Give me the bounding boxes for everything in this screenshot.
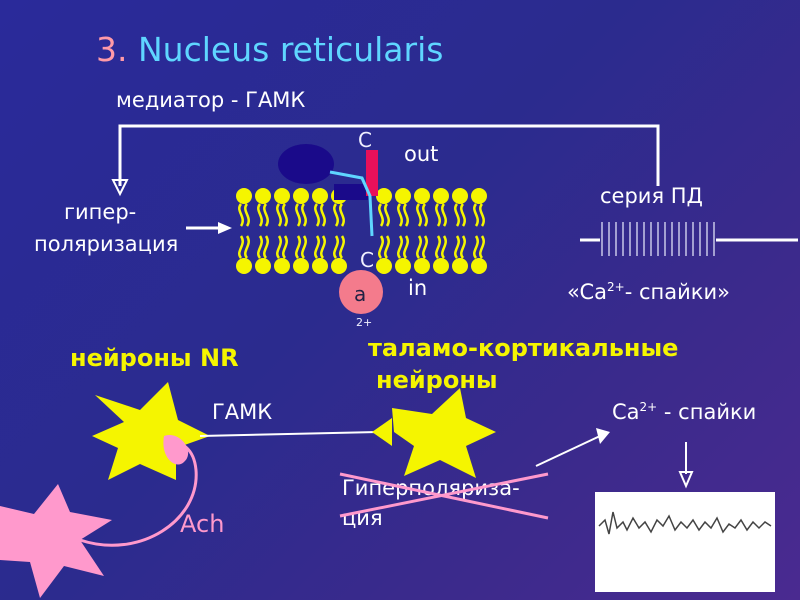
ca-top-label: C xyxy=(358,128,372,152)
nr-neuron xyxy=(92,382,210,480)
feedback-arrow-head xyxy=(111,179,129,197)
lipid-tail xyxy=(295,235,307,259)
title-number: 3. xyxy=(96,30,128,69)
lipid-head xyxy=(414,258,430,274)
lipid-head xyxy=(312,258,328,274)
lipid-head xyxy=(274,258,290,274)
lipid-tail xyxy=(473,235,485,259)
lipid-tail xyxy=(295,203,307,227)
ca-spikes-prefix: «Ca xyxy=(567,280,608,304)
lipid-head xyxy=(395,258,411,274)
ca-spikes-label: «Ca2+- спайки» xyxy=(567,280,730,304)
lipid-head xyxy=(471,188,487,204)
lipid-tail xyxy=(416,203,428,227)
ca-ion-letter: a xyxy=(354,282,367,306)
lipid-head xyxy=(255,258,271,274)
ach-neuron xyxy=(0,484,112,598)
gaba-label: ГАМК xyxy=(212,400,273,424)
calcium-ion-icon xyxy=(339,270,383,314)
lipid-tail xyxy=(435,235,447,259)
eeg-trace-line xyxy=(598,511,772,535)
tc-neuron xyxy=(392,388,496,478)
lipid-tail xyxy=(257,203,269,227)
lipid-tail xyxy=(333,203,345,227)
lipid-tail xyxy=(397,235,409,259)
feedback-loop-line xyxy=(118,124,660,186)
lipid-tail xyxy=(416,235,428,259)
ca-spikes-result-sup: 2+ xyxy=(639,400,658,414)
out-label: out xyxy=(404,142,439,166)
lipid-tail xyxy=(473,203,485,227)
lipid-head xyxy=(293,188,309,204)
lipid-tail xyxy=(314,203,326,227)
calcium-channel-icon xyxy=(278,144,378,237)
tc-neurons-label-line1: таламо-кортикальные xyxy=(368,334,679,362)
cross-line-2 xyxy=(339,472,549,518)
lipid-head xyxy=(471,258,487,274)
tc-neurons-label-line2: нейроны xyxy=(376,366,498,394)
lipid-head xyxy=(433,188,449,204)
hyperpolarization-label-line1: гипер- xyxy=(64,200,137,224)
result-arrow-head xyxy=(596,428,610,444)
ach-label: Ach xyxy=(180,510,225,538)
page-title: 3. Nucleus reticularis xyxy=(96,30,443,69)
lipid-head xyxy=(236,188,252,204)
ca-spikes-result-prefix: Ca xyxy=(612,400,640,424)
lipid-head xyxy=(274,188,290,204)
lipid-tail xyxy=(314,235,326,259)
lipid-head xyxy=(236,258,252,274)
scope-arrow-head xyxy=(678,471,694,489)
lipid-head xyxy=(433,258,449,274)
synaptic-terminal xyxy=(372,418,392,446)
lipid-tail xyxy=(454,203,466,227)
lipid-head xyxy=(255,188,271,204)
in-label: in xyxy=(408,276,428,300)
mediator-label: медиатор - ГАМК xyxy=(116,88,306,112)
hyper-arrow-head xyxy=(218,222,232,234)
title-text: Nucleus reticularis xyxy=(138,30,444,69)
lipid-tail xyxy=(276,235,288,259)
lipid-head xyxy=(395,188,411,204)
lipid-tail xyxy=(257,235,269,259)
lipid-tail xyxy=(276,203,288,227)
ca-spikes-suffix: - спайки» xyxy=(624,280,730,304)
ca-spikes-result-suffix: - спайки xyxy=(657,400,757,424)
lipid-tail xyxy=(333,235,345,259)
lipid-head xyxy=(376,188,392,204)
lipid-head xyxy=(376,258,392,274)
lipid-head xyxy=(452,258,468,274)
lipid-tail xyxy=(435,203,447,227)
hyperpolarization-label-line2: поляризация xyxy=(34,232,179,256)
lipid-tail xyxy=(238,235,250,259)
ca-ion-charge: 2+ xyxy=(356,316,373,329)
lipid-tail xyxy=(238,203,250,227)
lipid-bilayer-icon xyxy=(236,188,487,274)
lipid-head xyxy=(452,188,468,204)
ca-spikes-result-label: Ca2+ - спайки xyxy=(612,400,756,424)
lipid-tail xyxy=(378,203,390,227)
lipid-tail xyxy=(378,235,390,259)
nr-neurons-label: нейроны NR xyxy=(70,344,239,372)
ach-terminal xyxy=(163,434,189,465)
ap-series-label: серия ПД xyxy=(600,184,703,208)
lipid-head xyxy=(414,188,430,204)
lipid-head xyxy=(293,258,309,274)
lipid-tail xyxy=(454,235,466,259)
result-arrow-line xyxy=(535,435,601,467)
eeg-trace-svg xyxy=(598,511,772,535)
action-potential-train xyxy=(601,222,715,256)
gaba-axon xyxy=(199,431,379,437)
lipid-head xyxy=(312,188,328,204)
ca-spikes-sup: 2+ xyxy=(607,280,625,294)
lipid-head xyxy=(331,258,347,274)
ca-bottom-label: C xyxy=(360,248,374,272)
lipid-tail xyxy=(397,203,409,227)
eeg-trace-icon xyxy=(595,492,775,592)
